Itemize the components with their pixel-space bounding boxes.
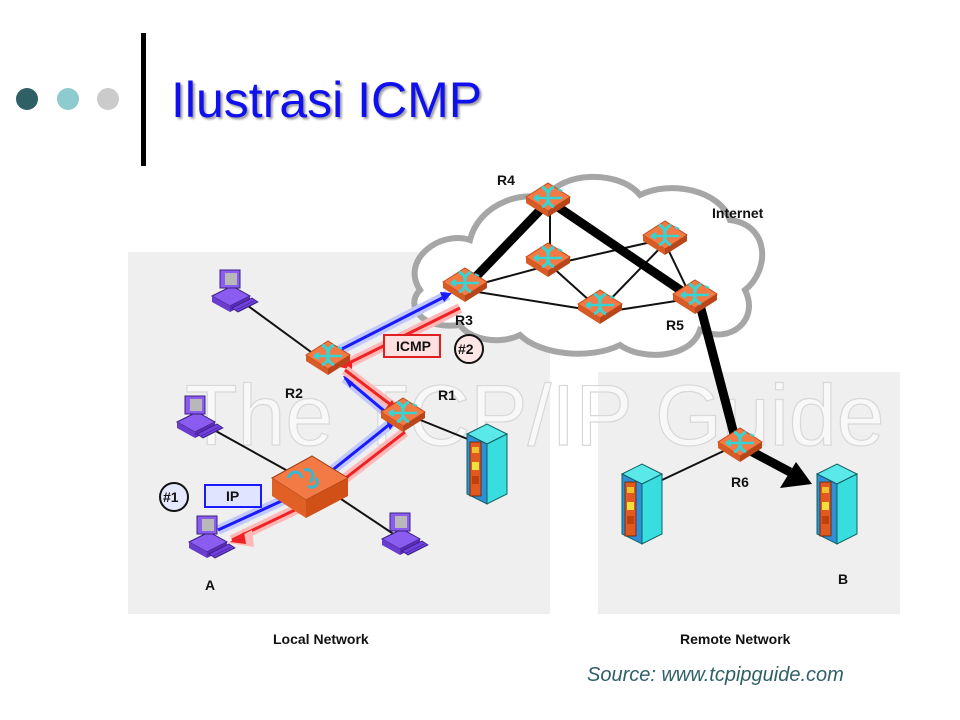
ip-message-box	[204, 484, 262, 508]
server-host-b[interactable]	[816, 463, 858, 545]
host-b-label: B	[838, 571, 848, 587]
title-divider	[141, 33, 146, 166]
icmp-message-box	[383, 334, 441, 358]
watermark: The TCP/IP Guide	[185, 368, 885, 464]
icmp-message-label: ICMP	[396, 338, 431, 354]
destination-arrowhead	[780, 462, 812, 488]
router-r6-label: R6	[731, 474, 749, 490]
server-local[interactable]	[466, 423, 508, 505]
ip-forward-path	[464, 201, 793, 476]
internet-cloud	[411, 173, 766, 358]
local-switch[interactable]	[271, 455, 350, 518]
remote-network-label: Remote Network	[680, 631, 791, 647]
local-links	[204, 299, 731, 536]
step-2-label: #2	[458, 341, 474, 357]
bullet-dot-gray	[97, 88, 119, 110]
router-r4-label: R4	[497, 172, 515, 188]
router-r3-label: R3	[455, 312, 473, 328]
local-network-label: Local Network	[273, 631, 369, 647]
router-r1-label: R1	[438, 387, 456, 403]
slide-title: Ilustrasi ICMP	[171, 72, 483, 128]
internet-label: Internet	[712, 205, 764, 221]
bullet-dot-teal	[57, 88, 79, 110]
router-r5-label: R5	[666, 317, 684, 333]
bullet-dot-dark	[16, 88, 38, 110]
server-remote[interactable]	[621, 463, 663, 545]
step-2-badge	[454, 334, 484, 364]
step-1-label: #1	[163, 489, 179, 505]
host-a-label: A	[205, 577, 215, 593]
ip-message-label: IP	[226, 488, 239, 504]
source-credit: Source: www.tcpipguide.com	[587, 664, 844, 686]
router-r2-label: R2	[285, 385, 303, 401]
step-1-badge	[159, 482, 189, 512]
